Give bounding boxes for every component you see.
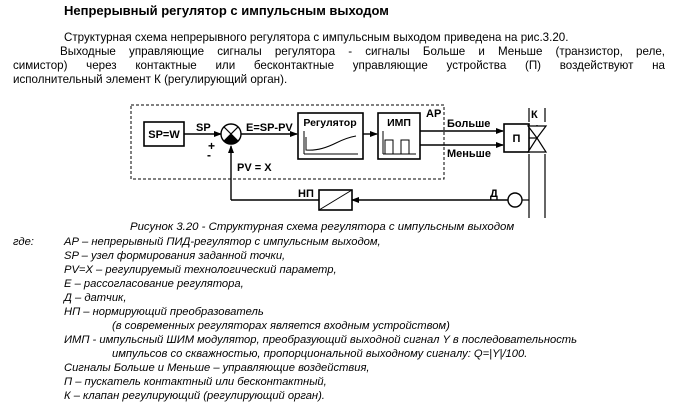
ar-label: АР	[426, 108, 441, 120]
legend-line: Е – рассогласование регулятора,	[64, 278, 244, 290]
paragraph-3: симистор) через контактные или бесконтак…	[13, 59, 665, 72]
error-label: E=SP-PV	[246, 122, 293, 134]
regulator-response-icon	[303, 131, 358, 155]
less-signal-label: Меньше	[447, 148, 491, 160]
k-label: К	[531, 109, 538, 121]
legend-line: SP – узел формирования заданной точки,	[64, 250, 286, 262]
where-label: где:	[13, 236, 34, 248]
regulator-block	[297, 112, 364, 160]
valve-icon	[526, 125, 548, 153]
legend-line: Сигналы Больше и Меньше – управляющие во…	[64, 362, 370, 374]
figure-caption: Рисунок 3.20 - Структурная схема регулят…	[130, 221, 515, 233]
legend-line: П – пускатель контактный или бесконтактн…	[64, 376, 327, 388]
legend-line: импульсов со скважностью, пропорциональн…	[112, 348, 528, 360]
legend-line: АР – непрерывный ПИД-регулятор с импульс…	[64, 236, 381, 248]
more-signal-label: Больше	[447, 118, 490, 130]
plus-sign: +	[208, 139, 215, 153]
p-block-label: П	[513, 133, 521, 145]
imp-label: ИМП	[387, 117, 411, 129]
ar-dashed-outline	[130, 104, 445, 180]
legend-line: НП – нормирующий преобразователь	[64, 306, 264, 318]
minus-sign: -	[207, 148, 211, 162]
sensor-icon	[507, 192, 523, 208]
legend-line: ИМП - импульсный ШИМ модулятор, преобраз…	[64, 334, 578, 346]
sensor-label: Д	[490, 188, 498, 200]
legend-line: К – клапан регулирующий (регулирующий ор…	[64, 390, 325, 402]
sp-label: SP	[196, 122, 211, 134]
summing-junction	[220, 123, 242, 145]
regulator-label: Регулятор	[303, 117, 356, 129]
paragraph-4: исполнительный элемент К (регулирующий о…	[13, 73, 288, 86]
document-heading: Непрерывный регулятор с импульсным выход…	[64, 3, 389, 18]
legend-line: (в современных регуляторах является вход…	[112, 320, 450, 332]
legend-line: Д – датчик,	[64, 292, 127, 304]
pv-label: PV = X	[237, 162, 272, 174]
paragraph-2: Выходные управляющие сигналы регулятора …	[60, 45, 665, 58]
imp-pulse-icon	[382, 131, 416, 155]
np-label: НП	[298, 188, 314, 200]
structure-diagram: SP=W SP + - E=SP-PV Регулятор ИМП АР Бол…	[130, 104, 548, 218]
legend-line: PV=X – регулируемый технологический пара…	[64, 264, 337, 276]
sp-block-label: SP=W	[148, 129, 180, 141]
paragraph-1: Структурная схема непрерывного регулятор…	[64, 31, 569, 44]
